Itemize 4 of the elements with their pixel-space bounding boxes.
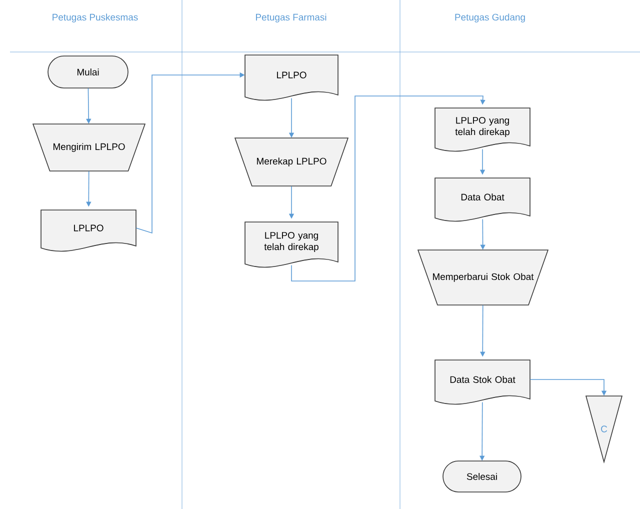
- lane-header: Petugas Farmasi: [256, 14, 326, 22]
- lane-header: Petugas Gudang: [455, 14, 525, 22]
- lane-header: Petugas Puskesmas: [52, 14, 138, 22]
- arrow: [291, 96, 486, 282]
